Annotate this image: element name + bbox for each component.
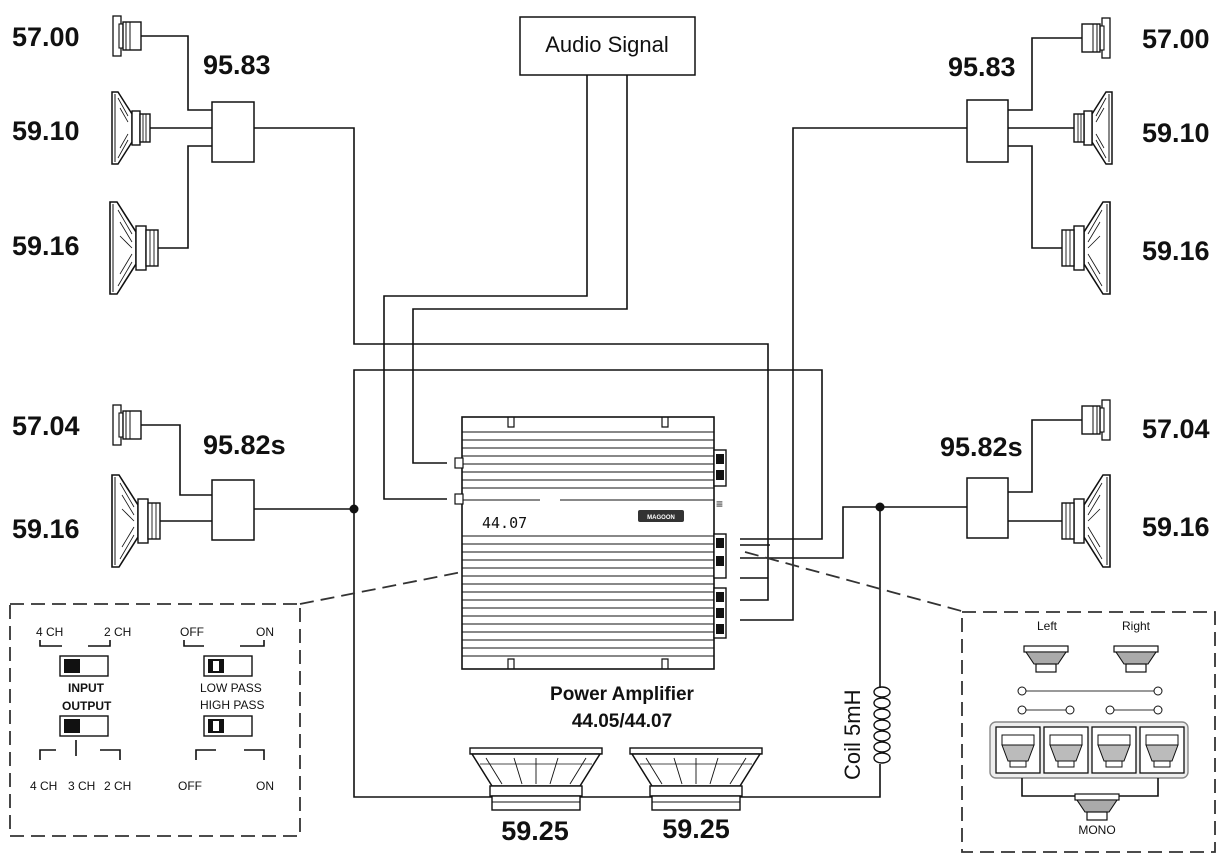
right-woofer-bottom-label: 59.16: [1142, 512, 1210, 542]
crossover-box: [966, 477, 1009, 539]
output-label: OUTPUT: [62, 699, 112, 713]
lowpass-off-label: OFF: [180, 625, 204, 639]
amplifier-fins: [462, 431, 714, 657]
woofer-icon: [1061, 201, 1111, 295]
subwoofer-right-label: 59.25: [662, 814, 730, 844]
left-mid-top-label: 59.10: [12, 116, 80, 146]
brand-plate: [638, 510, 684, 522]
tweeter-icon: [112, 15, 142, 57]
speaker-icon: [1113, 645, 1159, 673]
subwoofers: 59.25 59.25: [469, 747, 763, 846]
coil-icon: [873, 680, 891, 764]
svg-text:≡: ≡: [716, 497, 723, 511]
audio-signal-label: Audio Signal: [545, 32, 669, 57]
crossover-box: [211, 101, 255, 163]
mono-left-label: Left: [1037, 619, 1058, 633]
left-woofer-top-label: 59.16: [12, 231, 80, 261]
output-2ch-label: 2 CH: [104, 779, 131, 793]
channel-cell-icon: [1091, 726, 1137, 774]
left-speaker-set-bottom: 57.04 59.16 95.82s: [12, 404, 286, 568]
subwoofer-left-label: 59.25: [501, 816, 569, 846]
highpass-on-label: ON: [256, 779, 274, 793]
mono-label: MONO: [1078, 823, 1115, 837]
crossover-box: [211, 479, 255, 541]
lowpass-label: LOW PASS: [200, 681, 262, 695]
right-tweeter-top-label: 57.00: [1142, 24, 1210, 54]
audio-signal-source: Audio Signal: [519, 16, 696, 76]
right-woofer-top-label: 59.16: [1142, 236, 1210, 266]
right-speaker-set-bottom: 57.04 59.16 95.82s: [940, 399, 1210, 568]
subwoofer-icon: [629, 747, 763, 811]
left-crossover-bottom-label: 95.82s: [203, 430, 286, 460]
left-tweeter-top-label: 57.00: [12, 22, 80, 52]
mono-wiring-panel: Left Right MONO: [961, 611, 1216, 853]
highpass-off-label: OFF: [178, 779, 202, 793]
brand-label: MAGOON: [647, 515, 675, 521]
coil-label: Coil 5mH: [840, 690, 865, 780]
right-crossover-top-label: 95.83: [948, 52, 1016, 82]
output-4ch-label: 4 CH: [30, 779, 57, 793]
woofer-icon: [111, 474, 161, 568]
input-label: INPUT: [68, 681, 105, 695]
tweeter-icon: [1081, 399, 1111, 441]
channel-cell-icon: [1139, 726, 1185, 774]
input-2ch-label: 2 CH: [104, 625, 131, 639]
tweeter-icon: [1081, 17, 1111, 59]
midrange-speaker-icon: [1073, 91, 1113, 165]
output-3ch-label: 3 CH: [68, 779, 95, 793]
rca-input-jack: [454, 457, 464, 469]
channel-cell-icon: [995, 726, 1041, 774]
right-mid-top-label: 59.10: [1142, 118, 1210, 148]
amplifier-title: Power Amplifier: [550, 684, 695, 705]
right-speaker-set-top: 57.00 59.10 59.16 95.83: [948, 17, 1210, 295]
left-speaker-set-top: 57.00 59.10 59.16 95.83: [12, 15, 271, 295]
wires: [140, 35, 1082, 798]
mono-right-label: Right: [1122, 619, 1151, 633]
tweeter-icon: [112, 404, 142, 446]
right-crossover-bottom-label: 95.82s: [940, 432, 1023, 462]
speaker-terminals: ≡: [713, 449, 727, 639]
amplifier-model: 44.05/44.07: [572, 711, 672, 732]
left-crossover-top-label: 95.83: [203, 50, 271, 80]
power-amplifier: ≡ MAGOON 44.07 Power Amplifier 44.05/44.…: [454, 416, 727, 732]
left-tweeter-bottom-label: 57.04: [12, 411, 80, 441]
left-woofer-bottom-label: 59.16: [12, 514, 80, 544]
amplifier-panel-label: 44.07: [482, 514, 527, 532]
speaker-icon: [1074, 793, 1120, 821]
woofer-icon: [1061, 474, 1111, 568]
channel-cell-icon: [1043, 726, 1089, 774]
woofer-icon: [109, 201, 159, 295]
highpass-label: HIGH PASS: [200, 698, 264, 712]
input-4ch-label: 4 CH: [36, 625, 63, 639]
rca-input-jack: [454, 493, 464, 505]
switch-settings-panel: 4 CH 2 CH INPUT OUTPUT 4 CH 3 CH 2 CH OF…: [9, 603, 301, 837]
midrange-speaker-icon: [111, 91, 151, 165]
speaker-icon: [1023, 645, 1069, 673]
lowpass-on-label: ON: [256, 625, 274, 639]
right-tweeter-bottom-label: 57.04: [1142, 414, 1210, 444]
crossover-box: [966, 99, 1009, 163]
subwoofer-icon: [469, 747, 603, 811]
